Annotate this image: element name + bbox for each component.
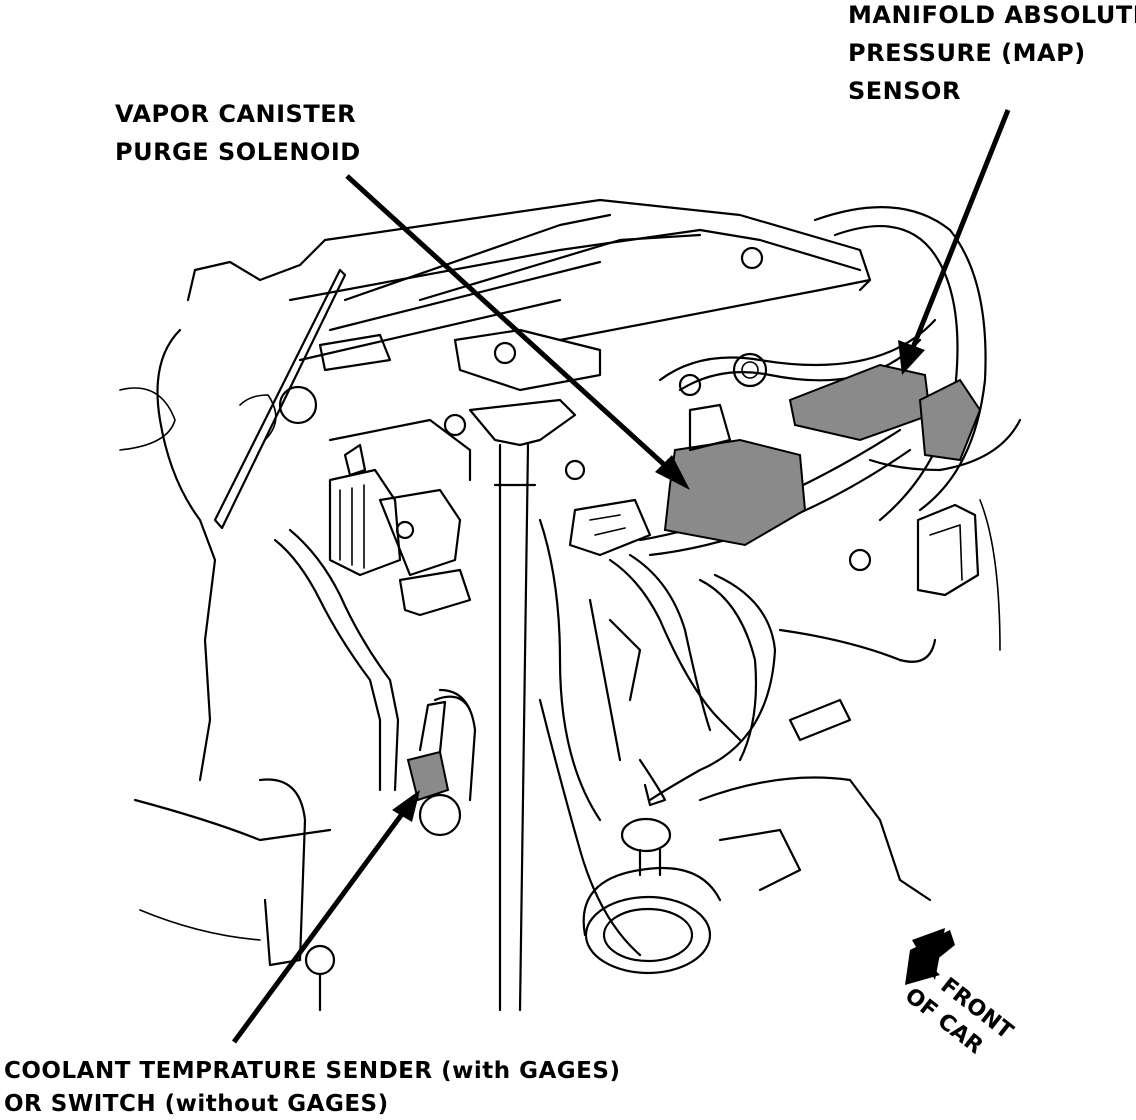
coolant-sender-label: COOLANT TEMPRATURE SENDER (with GAGES) O…: [4, 1055, 620, 1120]
coolant-sender-label-line2: OR SWITCH (without GAGES): [4, 1091, 389, 1117]
map-sensor-label-line3: SENSOR: [848, 77, 961, 105]
front-of-car-arrow: [905, 928, 955, 985]
engine-block-outline: [119, 198, 1022, 1012]
purge-solenoid-label-line2: PURGE SOLENOID: [115, 138, 361, 166]
coolant-sender-label-line1: COOLANT TEMPRATURE SENDER (with GAGES): [4, 1058, 621, 1084]
purge-solenoid-leader: [345, 174, 690, 490]
map-sensor-label-line1: MANIFOLD ABSOLUTE: [848, 1, 1136, 29]
map-sensor-label-line2: PRESSURE (MAP): [848, 39, 1086, 67]
map-sensor-label: MANIFOLD ABSOLUTE PRESSURE (MAP) SENSOR: [848, 0, 1136, 110]
map-sensor-leader: [898, 109, 1011, 375]
purge-solenoid-label: VAPOR CANISTER PURGE SOLENOID: [115, 95, 361, 171]
coolant-sender-leader: [231, 790, 420, 1044]
purge-solenoid-label-line1: VAPOR CANISTER: [115, 100, 357, 128]
